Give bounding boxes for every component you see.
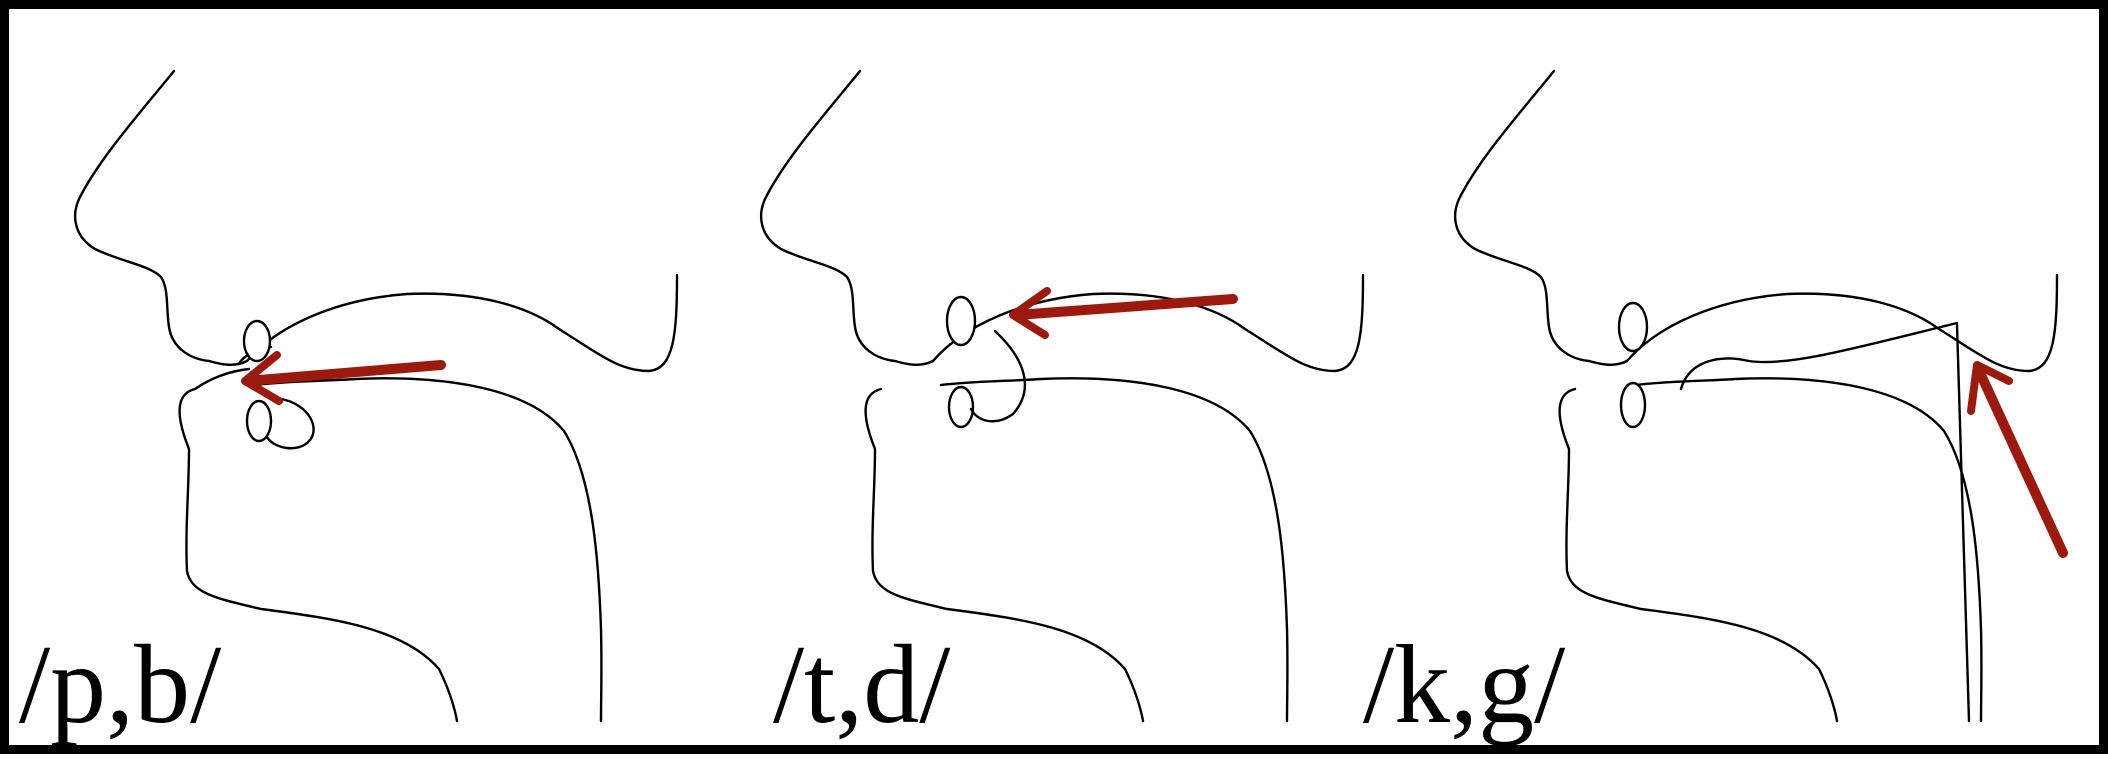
- lower-incisor: [1621, 383, 1645, 427]
- upper-incisor: [947, 297, 975, 345]
- lip-closure: [195, 369, 249, 389]
- label-bilabial: /p,b/: [19, 629, 221, 741]
- upper-incisor: [1619, 303, 1647, 351]
- tongue-tip: [971, 331, 1025, 421]
- lower-incisor: [949, 387, 973, 427]
- articulation-diagram: [9, 9, 2108, 763]
- label-velar: /k,g/: [1363, 629, 1565, 741]
- label-alveolar: /t,d/: [773, 629, 950, 741]
- lower-incisor: [247, 401, 271, 441]
- velar-contact-line: [1957, 325, 1969, 721]
- tongue-tip: [267, 399, 314, 448]
- upper-incisor: [244, 321, 270, 361]
- arrow-shaft: [1981, 375, 2063, 553]
